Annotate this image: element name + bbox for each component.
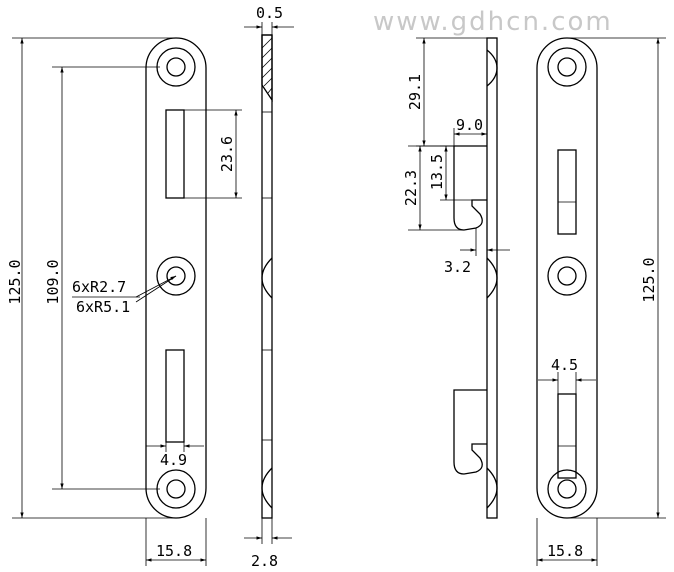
- dim-plate-width-label: 15.8: [156, 542, 192, 560]
- dim-front-length-label: 125.0: [6, 259, 24, 304]
- dim-hook-height-outer: 22.3: [402, 145, 464, 231]
- right-hole-outer-mid: [547, 256, 587, 296]
- dim-slot-length: 23.6: [184, 109, 242, 199]
- hole-callout: 6xR2.7 6xR5.1: [72, 275, 177, 316]
- side-top-hatch: [261, 34, 273, 103]
- dim-right-slot-width-label: 4.5: [551, 356, 578, 374]
- slot-bottom: [165, 349, 185, 443]
- dim-right-length: 125.0: [567, 37, 666, 519]
- dim-hook-offset: 29.1: [406, 37, 487, 147]
- side-view: [261, 34, 273, 519]
- dim-side-thickness-label: 2.8: [251, 552, 278, 570]
- hook-countersink-bottom: [486, 467, 498, 509]
- dim-right-plate-width-label: 15.8: [547, 542, 583, 560]
- hole-outer-top: [156, 47, 196, 87]
- hook-lower: [453, 389, 487, 475]
- dim-slot-width: 4.9: [146, 442, 204, 469]
- dim-right-plate-width: 15.8: [536, 518, 598, 566]
- dim-front-length: 125.0: [6, 37, 176, 519]
- right-hole-inner-bottom: [557, 479, 577, 499]
- dim-right-length-label: 125.0: [640, 257, 658, 302]
- dim-hook-thickness-label: 3.2: [444, 258, 471, 276]
- hook-countersink-top: [486, 49, 498, 87]
- countersink-bottom: [261, 467, 273, 509]
- dim-slot-width-label: 4.9: [160, 451, 187, 469]
- dim-plate-width: 15.8: [145, 518, 207, 566]
- hook-view: [453, 37, 498, 519]
- dim-side-thickness: 2.8: [244, 518, 292, 570]
- dim-hook-offset-label: 29.1: [406, 74, 424, 110]
- right-hole-inner-top: [557, 57, 577, 77]
- hole-outer-mid: [156, 256, 196, 296]
- dim-right-slot-width: 4.5: [538, 356, 596, 394]
- right-hole-outer-bottom: [547, 469, 587, 509]
- dim-hook-height-outer-label: 22.3: [402, 170, 420, 206]
- countersink-mid: [261, 257, 273, 299]
- dim-hook-height-inner-label: 13.5: [428, 154, 446, 190]
- dim-hook-width: 9.0: [453, 116, 488, 146]
- watermark: www.gdhcn.com: [373, 7, 613, 37]
- hole-callout-2: 6xR5.1: [76, 298, 130, 316]
- hole-inner-top: [166, 57, 186, 77]
- dim-slot-length-label: 23.6: [218, 136, 236, 172]
- dim-hook-thickness: 3.2: [444, 228, 510, 276]
- right-hole-inner-mid: [557, 266, 577, 286]
- right-slot-bottom: [557, 393, 577, 479]
- dim-hole-spacing: 109.0: [44, 66, 160, 490]
- hole-inner-bottom: [166, 479, 186, 499]
- dim-side-top-label: 0.5: [256, 4, 283, 22]
- front-view-right: [536, 37, 598, 519]
- dim-side-top: 0.5: [244, 4, 294, 35]
- dim-hole-spacing-label: 109.0: [44, 259, 62, 304]
- side-plate: [261, 34, 273, 519]
- dim-hook-height-inner: 13.5: [428, 145, 472, 201]
- hook-plate: [486, 37, 498, 519]
- hole-inner-mid: [166, 266, 186, 286]
- right-slot-top: [557, 149, 577, 235]
- hook-countersink-mid: [486, 257, 498, 299]
- hook-upper: [453, 145, 487, 231]
- slot-top: [165, 109, 185, 199]
- hole-outer-bottom: [156, 469, 196, 509]
- right-hole-outer-top: [547, 47, 587, 87]
- dim-hook-width-label: 9.0: [456, 116, 483, 134]
- hole-callout-1: 6xR2.7: [72, 278, 126, 296]
